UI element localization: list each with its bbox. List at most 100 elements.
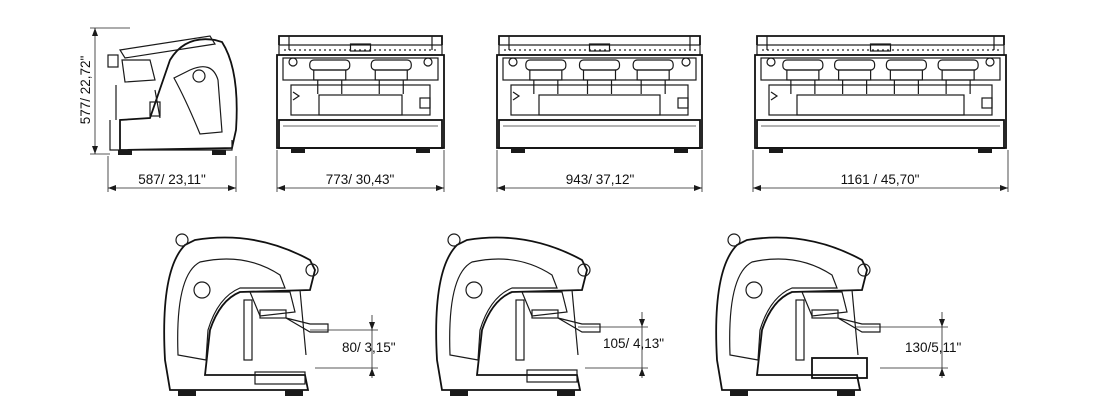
foot bbox=[557, 390, 575, 396]
group-head bbox=[370, 59, 412, 71]
portafilter bbox=[374, 69, 408, 81]
group-head bbox=[801, 291, 848, 317]
portafilter bbox=[313, 69, 347, 81]
machine-shell bbox=[435, 236, 588, 391]
logo-mark bbox=[292, 91, 301, 101]
hot-water-wand bbox=[515, 299, 525, 361]
foot bbox=[674, 148, 688, 153]
portafilter-handle bbox=[557, 317, 601, 333]
display bbox=[869, 43, 892, 52]
dimension-label-depth: 587/ 23,11" bbox=[138, 172, 206, 187]
machine-shell bbox=[715, 236, 868, 391]
hot-water-badge bbox=[981, 97, 993, 109]
dimension-label-height: 577/ 22,72" bbox=[78, 55, 93, 124]
cup-rail bbox=[498, 35, 701, 45]
machine-shell bbox=[163, 236, 316, 391]
group-head bbox=[632, 59, 674, 71]
side-panel bbox=[729, 258, 838, 361]
drip-tray bbox=[498, 119, 701, 149]
drip-area bbox=[318, 94, 403, 116]
steam-knob bbox=[577, 263, 591, 277]
group-head bbox=[525, 59, 567, 71]
portafilter bbox=[582, 69, 617, 81]
machine-body bbox=[496, 54, 703, 149]
side-view-standard bbox=[163, 233, 329, 396]
logo-mark bbox=[512, 91, 521, 101]
foot bbox=[511, 148, 525, 153]
steam-wand bbox=[299, 289, 307, 356]
foot bbox=[285, 390, 303, 396]
group-panel bbox=[760, 57, 1001, 81]
dimension-label-cup-standard: 80/ 3,15" bbox=[342, 340, 396, 355]
group-head bbox=[521, 291, 568, 317]
foot bbox=[416, 148, 430, 153]
foot bbox=[837, 390, 855, 396]
drip-tray bbox=[254, 371, 306, 385]
steam-knob bbox=[766, 57, 776, 67]
width-dimension-3group: 943/ 37,12" bbox=[496, 150, 703, 192]
dimension-label-cup-raised: 130/5,11" bbox=[905, 340, 962, 355]
machine-body bbox=[276, 54, 445, 149]
dimension-label-width-3group: 943/ 37,12" bbox=[566, 172, 635, 187]
drip-area bbox=[538, 94, 661, 116]
width-dimension-2group: 773/ 30,43" bbox=[276, 150, 445, 192]
cup-rail bbox=[278, 35, 443, 45]
rail-knob bbox=[175, 233, 189, 247]
work-area bbox=[768, 84, 993, 116]
front-view-4group bbox=[754, 35, 1007, 153]
foot bbox=[178, 390, 196, 396]
side-panel bbox=[449, 258, 558, 361]
group-head bbox=[885, 59, 927, 71]
foot bbox=[450, 390, 468, 396]
side-view-top bbox=[107, 35, 238, 155]
steam-knob bbox=[681, 57, 691, 67]
portafilter bbox=[531, 309, 559, 319]
steam-knob bbox=[508, 57, 518, 67]
work-area bbox=[290, 84, 431, 116]
steam-wand bbox=[851, 289, 859, 356]
drip-tray bbox=[278, 119, 443, 149]
depth-dimension: 587/ 23,11" bbox=[107, 156, 237, 192]
pressure-gauge bbox=[465, 281, 483, 299]
side-view-tall-cup bbox=[435, 233, 601, 396]
logo-mark bbox=[770, 91, 779, 101]
steam-knob bbox=[985, 57, 995, 67]
portafilter bbox=[259, 309, 287, 319]
hot-water-wand bbox=[243, 299, 253, 361]
dimension-label-width-2group: 773/ 30,43" bbox=[326, 172, 395, 187]
drip-area bbox=[796, 94, 965, 116]
steam-knob bbox=[305, 263, 319, 277]
portafilter bbox=[636, 69, 670, 81]
cup-rail bbox=[756, 35, 1005, 45]
cup-height-dimension-tall: 105/ 4,13" bbox=[578, 312, 664, 378]
front-view-2group bbox=[276, 35, 445, 153]
steam-knob bbox=[288, 57, 298, 67]
group-panel bbox=[502, 57, 697, 81]
steam-knob bbox=[857, 263, 871, 277]
foot bbox=[730, 390, 748, 396]
portafilter bbox=[889, 69, 923, 81]
portafilter bbox=[941, 69, 975, 81]
steam-wand bbox=[571, 289, 579, 356]
machine-body bbox=[754, 54, 1007, 149]
drip-tray bbox=[756, 119, 1005, 149]
display bbox=[349, 43, 372, 52]
steam-knob bbox=[423, 57, 433, 67]
group-panel bbox=[282, 57, 439, 81]
top-panel bbox=[756, 44, 1005, 56]
portafilter bbox=[811, 309, 839, 319]
pressure-gauge bbox=[745, 281, 763, 299]
portafilter-handle bbox=[285, 317, 329, 333]
hot-water-badge bbox=[677, 97, 689, 109]
foot bbox=[978, 148, 992, 153]
foot bbox=[291, 148, 305, 153]
raised-drip-tray bbox=[811, 357, 868, 379]
portafilter bbox=[838, 69, 872, 81]
side-panel bbox=[177, 258, 286, 361]
rail-knob bbox=[727, 233, 741, 247]
hot-water-badge bbox=[419, 97, 431, 109]
hot-water-wand bbox=[795, 299, 805, 361]
dimension-label-width-4group: 1161 / 45,70" bbox=[841, 172, 920, 187]
display bbox=[588, 43, 611, 52]
